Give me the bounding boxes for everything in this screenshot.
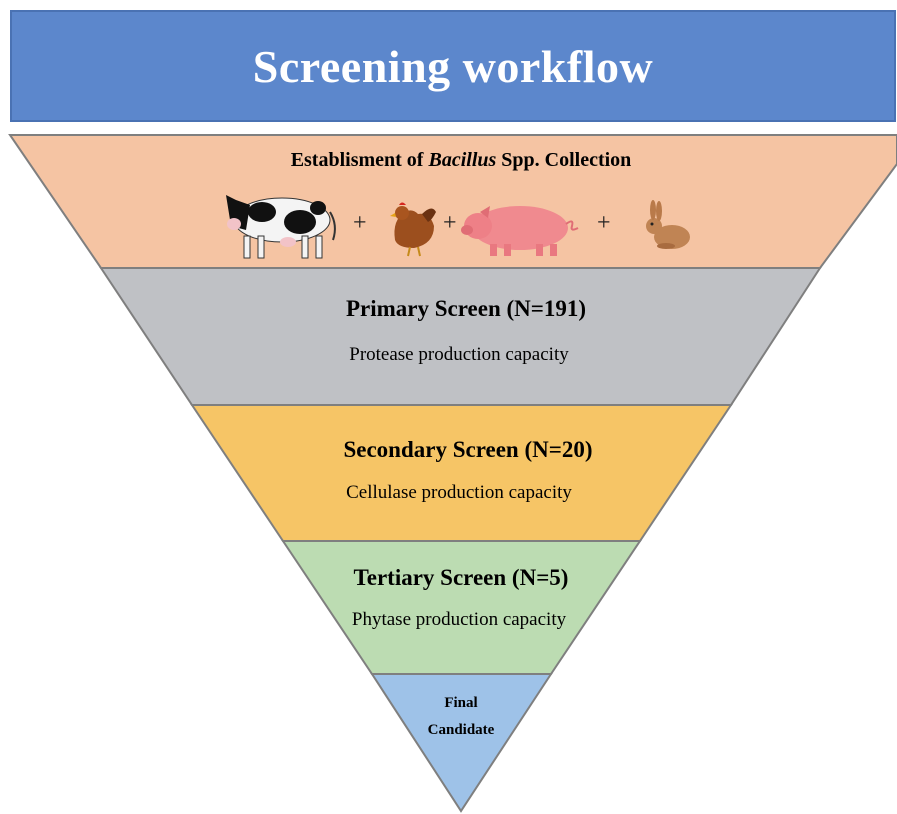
plus-sign: + (597, 210, 611, 236)
collection-heading: Establisment of Bacillus Spp. Collection (290, 149, 632, 171)
secondary-screen-subtitle: Cellulase production capacity (346, 482, 572, 503)
pig-icon (461, 206, 579, 256)
chicken-icon (390, 202, 436, 257)
primary-screen-subtitle: Protease production capacity (349, 344, 569, 365)
final-candidate-label: Final Candidate (427, 695, 495, 738)
title-banner: Screening workflow (10, 10, 896, 122)
level-tertiary-band (281, 540, 642, 675)
tertiary-screen-title: Tertiary Screen (N=5) (353, 565, 569, 590)
page-title: Screening workflow (252, 40, 654, 92)
primary-screen-title: Primary Screen (N=191) (345, 296, 587, 321)
rabbit-icon (646, 200, 690, 249)
level-final-band (370, 673, 553, 813)
cow-icon (226, 195, 336, 259)
level-primary-band (99, 267, 822, 406)
tertiary-screen-subtitle: Phytase production capacity (351, 609, 567, 630)
level-secondary-band (190, 404, 733, 542)
plus-sign: + (353, 210, 367, 236)
secondary-screen-title: Secondary Screen (N=20) (343, 437, 593, 462)
plus-sign: + (443, 210, 457, 236)
